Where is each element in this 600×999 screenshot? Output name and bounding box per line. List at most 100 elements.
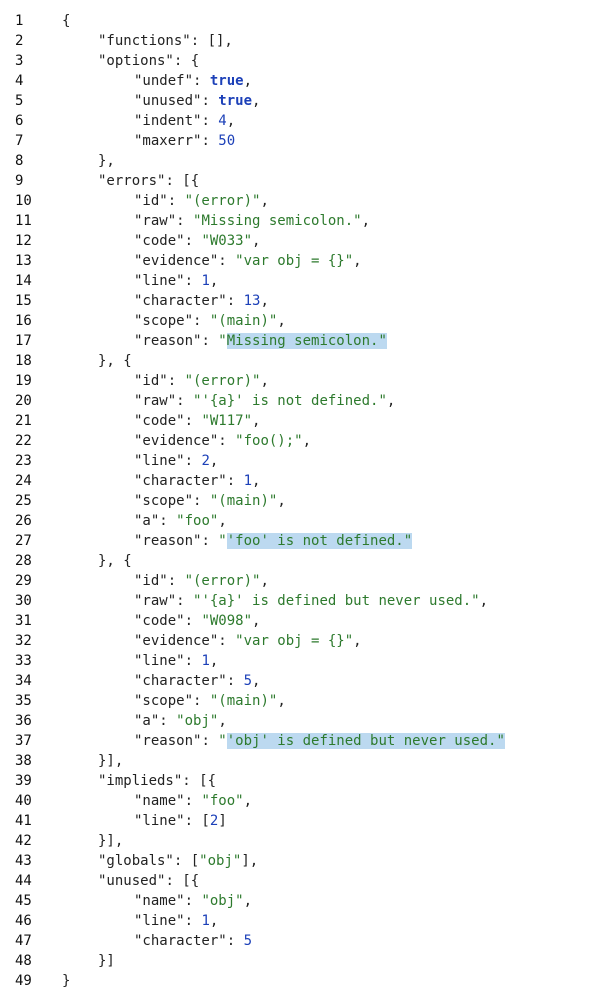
code-token: : bbox=[193, 313, 210, 329]
code-line: 9"errors": [{ bbox=[0, 171, 600, 191]
line-number: 25 bbox=[15, 493, 32, 509]
code-token: 50 bbox=[218, 133, 236, 149]
line-number: 33 bbox=[15, 653, 32, 669]
code-token: 1 bbox=[243, 473, 253, 489]
line-number: 35 bbox=[15, 693, 32, 709]
code-token: , bbox=[260, 293, 269, 309]
line-number: 19 bbox=[15, 373, 32, 389]
code-line: 46"line": 1, bbox=[0, 911, 600, 931]
code-token: "W033" bbox=[201, 233, 253, 249]
code-token: "raw" bbox=[134, 213, 177, 229]
code-token: : bbox=[201, 533, 219, 549]
code-token: : bbox=[159, 513, 177, 529]
line-number: 43 bbox=[15, 853, 32, 869]
code-token: , bbox=[252, 233, 261, 249]
line-number: 45 bbox=[15, 893, 32, 909]
code-token: ], bbox=[241, 853, 259, 869]
code-line: 15"character": 13, bbox=[0, 291, 600, 311]
code-token: , bbox=[260, 193, 269, 209]
code-token: "raw" bbox=[134, 393, 177, 409]
code-token: : bbox=[184, 913, 202, 929]
code-token: : bbox=[176, 393, 194, 409]
line-number: 38 bbox=[15, 753, 32, 769]
code-token: "(error)" bbox=[184, 573, 261, 589]
code-token: : bbox=[184, 273, 202, 289]
code-text: "raw": "'{a}' is defined but never used.… bbox=[51, 591, 600, 611]
code-token: , bbox=[243, 73, 253, 89]
code-token: : [ bbox=[173, 853, 200, 869]
code-line: 10"id": "(error)", bbox=[0, 191, 600, 211]
code-text: "maxerr": 50 bbox=[51, 131, 600, 151]
code-line: 14"line": 1, bbox=[0, 271, 600, 291]
line-number: 39 bbox=[15, 773, 32, 789]
line-number: 34 bbox=[15, 673, 32, 689]
line-number: 7 bbox=[15, 133, 24, 149]
code-token: "unused" bbox=[98, 873, 166, 889]
code-line: 11"raw": "Missing semicolon.", bbox=[0, 211, 600, 231]
code-text: "id": "(error)", bbox=[51, 571, 600, 591]
code-text: "character": 1, bbox=[51, 471, 600, 491]
code-line: 41"line": [2] bbox=[0, 811, 600, 831]
code-text: "evidence": "var obj = {}", bbox=[51, 251, 600, 271]
line-number: 15 bbox=[15, 293, 32, 309]
code-token: "evidence" bbox=[134, 253, 219, 269]
code-token: 1 bbox=[201, 273, 210, 289]
code-line: 24"character": 1, bbox=[0, 471, 600, 491]
code-line: 45"name": "obj", bbox=[0, 891, 600, 911]
code-token: 13 bbox=[243, 293, 261, 309]
code-text: "errors": [{ bbox=[51, 171, 600, 191]
code-token: "W117" bbox=[201, 413, 253, 429]
code-token: , bbox=[226, 113, 236, 129]
code-token: "scope" bbox=[134, 313, 194, 329]
code-token: 5 bbox=[243, 673, 253, 689]
code-token: "foo();" bbox=[235, 433, 303, 449]
code-text: }, { bbox=[51, 551, 600, 571]
code-token: , bbox=[252, 473, 261, 489]
code-text: "indent": 4, bbox=[51, 111, 600, 131]
line-number: 26 bbox=[15, 513, 32, 529]
code-line: 33"line": 1, bbox=[0, 651, 600, 671]
code-line: 38}], bbox=[0, 751, 600, 771]
code-token: "reason" bbox=[134, 333, 202, 349]
code-token: , bbox=[252, 93, 261, 109]
code-token: : bbox=[184, 653, 202, 669]
code-token: : bbox=[184, 453, 202, 469]
code-token: "line" bbox=[134, 653, 185, 669]
code-token: : [{ bbox=[165, 173, 200, 189]
code-token: "code" bbox=[134, 613, 185, 629]
code-token: "obj" bbox=[201, 893, 244, 909]
code-token: "id" bbox=[134, 193, 168, 209]
code-token: }, { bbox=[98, 353, 132, 369]
line-number: 1 bbox=[15, 13, 24, 29]
code-token: "character" bbox=[134, 673, 227, 689]
line-number: 48 bbox=[15, 953, 32, 969]
code-token: , bbox=[277, 693, 286, 709]
code-token: "unused" bbox=[134, 93, 202, 109]
line-number: 37 bbox=[15, 733, 32, 749]
code-token: , bbox=[252, 613, 261, 629]
code-token: : bbox=[218, 253, 236, 269]
code-token: 1 bbox=[201, 653, 210, 669]
code-token: "(main)" bbox=[209, 693, 278, 709]
code-token: , bbox=[479, 593, 489, 609]
code-token: , bbox=[277, 313, 286, 329]
line-number: 42 bbox=[15, 833, 32, 849]
line-number: 3 bbox=[15, 53, 24, 69]
code-token: "maxerr" bbox=[134, 133, 202, 149]
code-line: 2"functions": [], bbox=[0, 31, 600, 51]
code-line: 37"reason": "'obj' is defined but never … bbox=[0, 731, 600, 751]
code-text: "options": { bbox=[51, 51, 600, 71]
code-token: 2 bbox=[209, 813, 219, 829]
code-token: : bbox=[201, 333, 219, 349]
code-token: } bbox=[62, 973, 71, 989]
code-token: "evidence" bbox=[134, 633, 219, 649]
code-token: : bbox=[226, 293, 244, 309]
line-number: 16 bbox=[15, 313, 32, 329]
code-token: : bbox=[167, 573, 185, 589]
code-text: }, { bbox=[51, 351, 600, 371]
code-token: "implieds" bbox=[98, 773, 183, 789]
code-token: "reason" bbox=[134, 533, 202, 549]
code-token: , bbox=[252, 413, 261, 429]
code-token: "code" bbox=[134, 413, 185, 429]
